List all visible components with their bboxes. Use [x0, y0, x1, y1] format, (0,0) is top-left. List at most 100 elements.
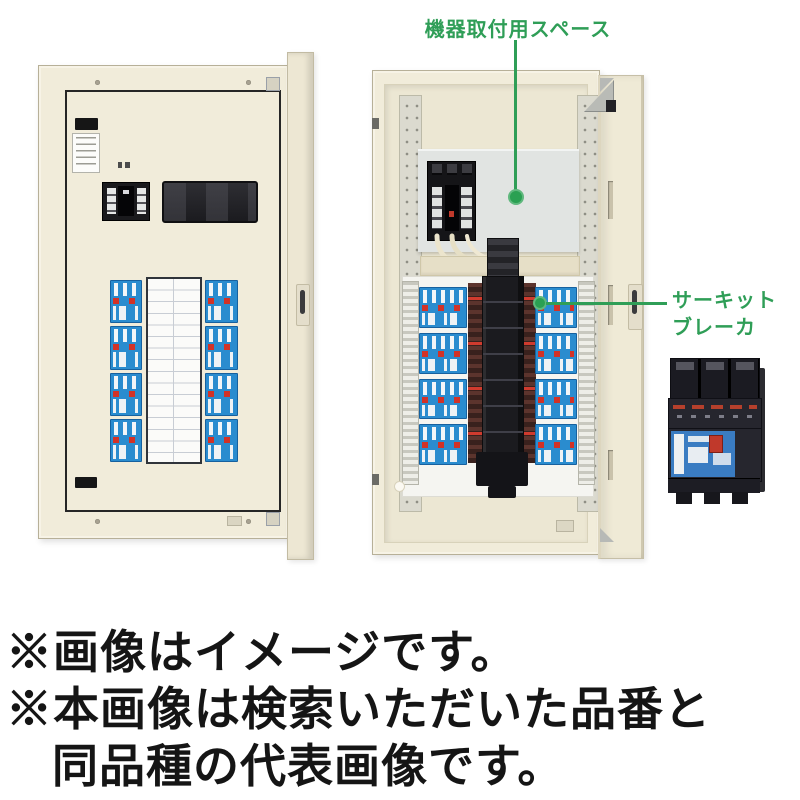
branch-breaker-group	[205, 418, 238, 462]
branch-breaker-group	[110, 326, 142, 370]
breaker-toggle-row	[208, 352, 235, 367]
breaker-bottom-band	[668, 478, 760, 493]
branch-breaker-group	[535, 424, 577, 465]
breaker-toggle-row	[538, 358, 574, 371]
screw	[95, 519, 100, 524]
breaker-toggle-row	[208, 306, 235, 321]
branch-breaker-group	[535, 332, 577, 374]
breaker-rating-window	[709, 435, 723, 453]
breaker-toggle	[137, 188, 146, 214]
breaker-toggle-row	[113, 306, 139, 321]
panel-name-label	[75, 118, 98, 130]
branch-breaker-group	[110, 418, 142, 462]
disclaimer-text: ※画像はイメージです。 ※本画像は検索いただいた品番と 同品種の代表画像です。	[6, 624, 711, 795]
caution-label	[75, 477, 97, 488]
terminal-lug	[462, 164, 472, 175]
breaker-toggle	[461, 187, 472, 229]
branch-breaker-group	[419, 287, 467, 328]
main-breaker-closed-view	[102, 182, 150, 221]
breaker-toggle-row	[208, 444, 235, 459]
breaker-toggle-row	[538, 450, 574, 462]
main-breaker-open-view	[427, 161, 476, 241]
branch-terminal-strip-left	[468, 283, 482, 463]
branch-breaker-column	[205, 280, 238, 462]
terminal-lug	[447, 164, 457, 175]
disclaimer-line1: ※画像はイメージです。	[6, 626, 518, 678]
door-latch	[296, 284, 310, 326]
rating-sticker	[556, 520, 574, 532]
breaker-foot	[676, 492, 692, 504]
leader-dot	[533, 296, 547, 310]
branch-breaker-group	[419, 378, 467, 420]
door-vent-slot	[608, 450, 613, 480]
corner-latch	[266, 77, 280, 91]
spec-sticker	[72, 133, 100, 173]
hinge	[372, 474, 379, 485]
breaker-toggle-row	[422, 313, 464, 325]
breaker-toggle-row	[422, 404, 464, 417]
door-vent-slot	[608, 181, 613, 219]
circuit-breaker-label-line2: ブレーカ	[672, 317, 756, 339]
screw	[246, 80, 251, 85]
door-vent-slot	[608, 285, 613, 325]
door-hinge-knob	[606, 100, 616, 112]
door-face-outline	[65, 90, 281, 512]
door-corner-bracket	[600, 528, 614, 542]
branch-breaker-column	[419, 287, 467, 465]
breaker-toggle-row	[422, 358, 464, 371]
leader-line-horizontal	[546, 302, 667, 305]
branch-terminal-strip-right	[522, 283, 536, 463]
busbar-bottom-connector	[476, 452, 528, 486]
hinge	[372, 118, 379, 129]
branch-breaker-group	[419, 332, 467, 374]
breaker-toggle-row	[538, 404, 574, 417]
breaker-toggle-row	[538, 313, 574, 325]
circuit-breaker-label-line1: サーキット	[672, 290, 777, 312]
branch-breaker-group	[535, 378, 577, 420]
mounting-teeth-right	[578, 281, 595, 485]
breaker-toggle-row	[113, 444, 139, 459]
breaker-foot	[732, 492, 748, 504]
breaker-toggle	[432, 187, 442, 229]
breaker-foot	[704, 492, 720, 504]
screw	[95, 80, 100, 85]
branch-breaker-column	[535, 287, 577, 465]
busbar-foot	[488, 486, 516, 498]
disclaimer-line2: ※本画像は検索いただいた品番と	[6, 683, 711, 735]
leader-dot	[508, 189, 524, 205]
branch-breaker-group	[110, 280, 142, 324]
screw	[246, 519, 251, 524]
leader-line-vertical	[514, 40, 517, 192]
busbar-trunk	[482, 276, 524, 464]
branch-breaker-group	[110, 372, 142, 416]
breaker-handle	[445, 185, 459, 231]
breaker-toggle-row	[113, 398, 139, 413]
circuit-breaker-label: サーキット ブレーカ	[672, 288, 777, 342]
circuit-breaker-product	[666, 356, 768, 506]
branch-breaker-column	[110, 280, 142, 462]
breaker-handle	[118, 186, 134, 216]
circuit-name-card	[146, 277, 202, 464]
breaker-body	[668, 428, 762, 482]
branch-breaker-group	[205, 372, 238, 416]
circuit-nameplate-window	[162, 181, 258, 223]
branch-breaker-group	[419, 424, 467, 465]
breaker-top-terminals	[670, 358, 760, 400]
breaker-toggle	[107, 188, 116, 214]
small-print	[118, 162, 130, 168]
corner-latch	[266, 512, 280, 526]
equipment-space-label: 機器取付用スペース	[424, 19, 612, 41]
branch-breaker-group	[205, 326, 238, 370]
breaker-mid-band	[668, 398, 762, 430]
breaker-toggle-row	[113, 352, 139, 367]
breaker-toggle-row	[422, 450, 464, 462]
rating-sticker	[227, 516, 242, 526]
breaker-toggle-row	[208, 398, 235, 413]
terminal-lug	[432, 164, 442, 175]
disclaimer-line3: 同品種の代表画像です。	[52, 740, 565, 792]
breaker-face-label	[671, 431, 735, 477]
door-latch	[628, 284, 643, 330]
knockout-hole	[394, 481, 405, 492]
mounting-teeth-left	[402, 281, 419, 485]
